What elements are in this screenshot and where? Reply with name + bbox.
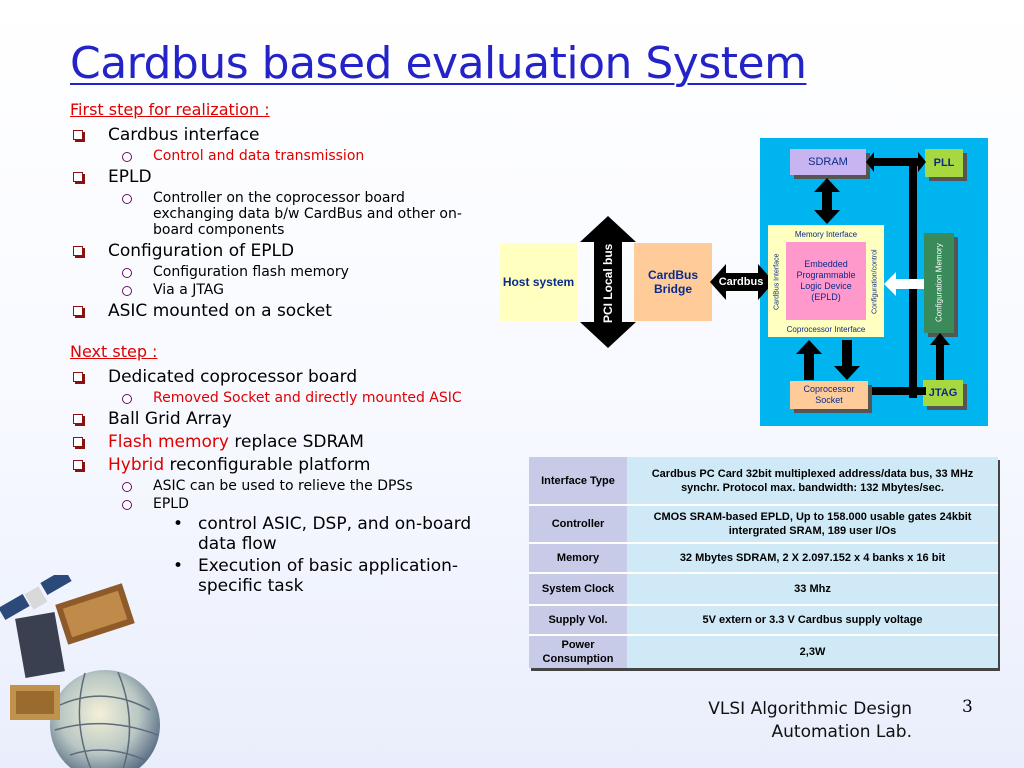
square-bullet-icon: [73, 130, 83, 140]
slide-title: Cardbus based evaluation System: [70, 38, 807, 89]
bullet-asic-socket: ASIC mounted on a socket: [70, 301, 480, 321]
bullet-list: First step for realization : Cardbus int…: [70, 100, 480, 598]
up-arrow-icon: [796, 340, 822, 380]
table-value-cell: 5V extern or 3.3 V Cardbus supply voltag…: [627, 606, 998, 636]
sub-bullet-epld: EPLD: [70, 496, 480, 512]
square-bullet-icon: [73, 372, 83, 382]
square-bullet-icon: [73, 306, 83, 316]
pll-box: PLL: [925, 149, 963, 177]
dot-bullet-execution: •Execution of basic application-specific…: [173, 556, 459, 596]
circle-bullet-icon: [122, 268, 132, 278]
table-row: Interface Type Cardbus PC Card 32bit mul…: [529, 457, 998, 506]
circle-bullet-icon: [122, 194, 132, 204]
block-diagram: Host system PCI Local bus CardBus Bridge…: [498, 128, 988, 428]
sdram-box: SDRAM: [790, 149, 866, 175]
pci-local-bus-label: PCI Local bus: [601, 243, 615, 323]
table-key-cell: Memory: [529, 544, 627, 574]
config-memory-label: Configuration Memory: [934, 243, 944, 323]
square-bullet-icon: [73, 437, 83, 447]
circle-bullet-icon: [122, 286, 132, 296]
coprocessor-interface-label: Coprocessor Interface: [786, 324, 866, 334]
table-row: Power Consumption 2,3W: [529, 636, 998, 668]
dot-bullet-icon: •: [173, 514, 184, 534]
next-step-heading: Next step :: [70, 342, 158, 361]
bullet-cardbus-interface: Cardbus interface: [70, 125, 480, 145]
table-row: Controller CMOS SRAM-based EPLD, Up to 1…: [529, 506, 998, 544]
dot-bullet-icon: •: [173, 556, 184, 576]
coprocessor-socket-box: Coprocessor Socket: [790, 381, 868, 409]
table-key-cell: Controller: [529, 506, 627, 544]
circle-bullet-icon: [122, 152, 132, 162]
table-row: Supply Vol. 5V extern or 3.3 V Cardbus s…: [529, 606, 998, 636]
pci-bus-double-arrow-icon: [580, 216, 636, 348]
host-system-box: Host system: [500, 243, 577, 321]
cardbus-bridge-box: CardBus Bridge: [634, 243, 712, 321]
page-number: 3: [962, 697, 973, 717]
sdram-epld-arrow-icon: [814, 178, 840, 224]
first-step-heading: First step for realization :: [70, 100, 270, 119]
bullet-flash-memory: Flash memory replace SDRAM: [70, 432, 480, 452]
square-bullet-icon: [73, 246, 83, 256]
sub-bullet-control-data: Control and data transmission: [70, 148, 480, 164]
cardbus-interface-label: CardBus Interface: [773, 253, 781, 311]
sub-bullet-controller: Controller on the coprocessor board exch…: [70, 190, 480, 238]
dot-bullet-control-asic: •control ASIC, DSP, and on-board data fl…: [173, 514, 472, 554]
bullet-bga: Ball Grid Array: [70, 409, 480, 429]
clock-line-icon: [909, 158, 917, 398]
table-value-cell: 2,3W: [627, 636, 998, 668]
socket-jtag-line-icon: [870, 387, 926, 395]
sub-bullet-removed-socket: Removed Socket and directly mounted ASIC: [70, 390, 480, 406]
jtag-arrow-icon: [930, 333, 950, 381]
sub-bullet-config-flash: Configuration flash memory: [70, 264, 480, 280]
table-row: System Clock 33 Mhz: [529, 574, 998, 606]
cardbus-double-arrow-icon: [710, 264, 774, 300]
sub-bullet-asic-dps: ASIC can be used to relieve the DPSs: [70, 478, 480, 494]
circle-bullet-icon: [122, 394, 132, 404]
square-bullet-icon: [73, 460, 83, 470]
table-key-cell: Interface Type: [529, 457, 627, 506]
bullet-configuration-epld: Configuration of EPLD: [70, 241, 480, 261]
epld-box: Embedded Programmable Logic Device (EPLD…: [786, 242, 866, 320]
sub-bullet-jtag: Via a JTAG: [70, 282, 480, 298]
table-key-cell: System Clock: [529, 574, 627, 606]
table-key-cell: Power Consumption: [529, 636, 627, 668]
cardbus-label: Cardbus: [718, 276, 764, 288]
footer-lab-name: VLSI Algorithmic Design Automation Lab.: [708, 699, 912, 742]
table-value-cell: 33 Mhz: [627, 574, 998, 606]
down-arrow-icon: [834, 340, 860, 380]
bullet-hybrid: Hybrid reconfigurable platform: [70, 455, 480, 475]
configuration-control-label: Configuration/control: [871, 249, 879, 315]
table-value-cell: Cardbus PC Card 32bit multiplexed addres…: [627, 457, 998, 506]
table-value-cell: CMOS SRAM-based EPLD, Up to 158.000 usab…: [627, 506, 998, 544]
square-bullet-icon: [73, 172, 83, 182]
circle-bullet-icon: [122, 482, 132, 492]
table-value-cell: 32 Mbytes SDRAM, 2 X 2.097.152 x 4 banks…: [627, 544, 998, 574]
config-arrow-icon: [884, 272, 924, 296]
spec-table: Interface Type Cardbus PC Card 32bit mul…: [529, 457, 998, 668]
bullet-epld: EPLD: [70, 167, 480, 187]
square-bullet-icon: [73, 414, 83, 424]
jtag-box: JTAG: [923, 380, 963, 406]
table-key-cell: Supply Vol.: [529, 606, 627, 636]
sdram-pll-arrow-icon: [866, 152, 926, 172]
bullet-dedicated-board: Dedicated coprocessor board: [70, 367, 480, 387]
circle-bullet-icon: [122, 500, 132, 510]
table-row: Memory 32 Mbytes SDRAM, 2 X 2.097.152 x …: [529, 544, 998, 574]
memory-interface-label: Memory Interface: [794, 229, 858, 239]
satellite-globe-clipart-icon: [0, 575, 160, 768]
config-memory-box: [924, 233, 954, 333]
